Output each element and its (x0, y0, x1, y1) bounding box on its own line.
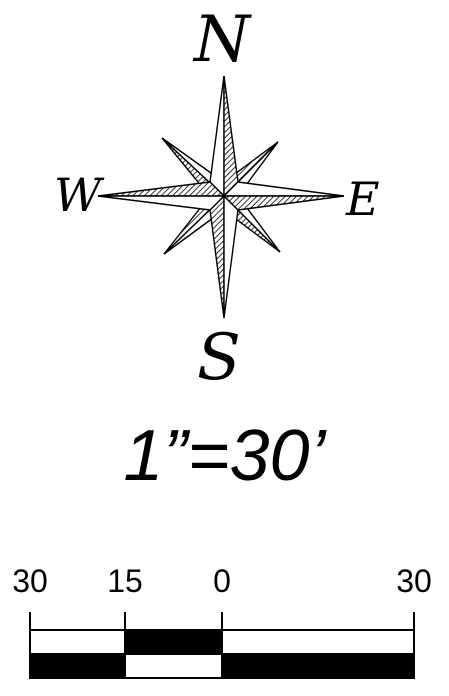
west-label: W (54, 168, 102, 222)
east-label: E (346, 172, 380, 226)
scale-segment (221, 653, 415, 679)
scale-segment (221, 629, 415, 655)
scale-segment (124, 653, 223, 679)
north-point-left (209, 75, 225, 198)
west-point-top (97, 181, 226, 197)
south-label: S (197, 321, 241, 395)
scale-tick-label: 15 (107, 563, 143, 599)
south-point-right (223, 194, 239, 319)
scale-segment (29, 653, 126, 679)
compass-star (97, 75, 345, 319)
scale-segment (29, 629, 126, 655)
south-point-left (209, 194, 225, 319)
scale-tick-label: 0 (213, 563, 231, 599)
scale-ratio: 1”=30’ (123, 416, 326, 496)
scale-segment (124, 629, 223, 655)
east-point-bottom (222, 195, 345, 211)
east-point-top (222, 181, 345, 197)
scale-tick-label: 30 (396, 563, 432, 599)
north-label: N (194, 3, 250, 77)
scale-tick-label: 30 (12, 563, 48, 599)
compass-rose (97, 75, 345, 319)
north-point-right (223, 75, 239, 198)
west-point-bottom (97, 195, 226, 211)
